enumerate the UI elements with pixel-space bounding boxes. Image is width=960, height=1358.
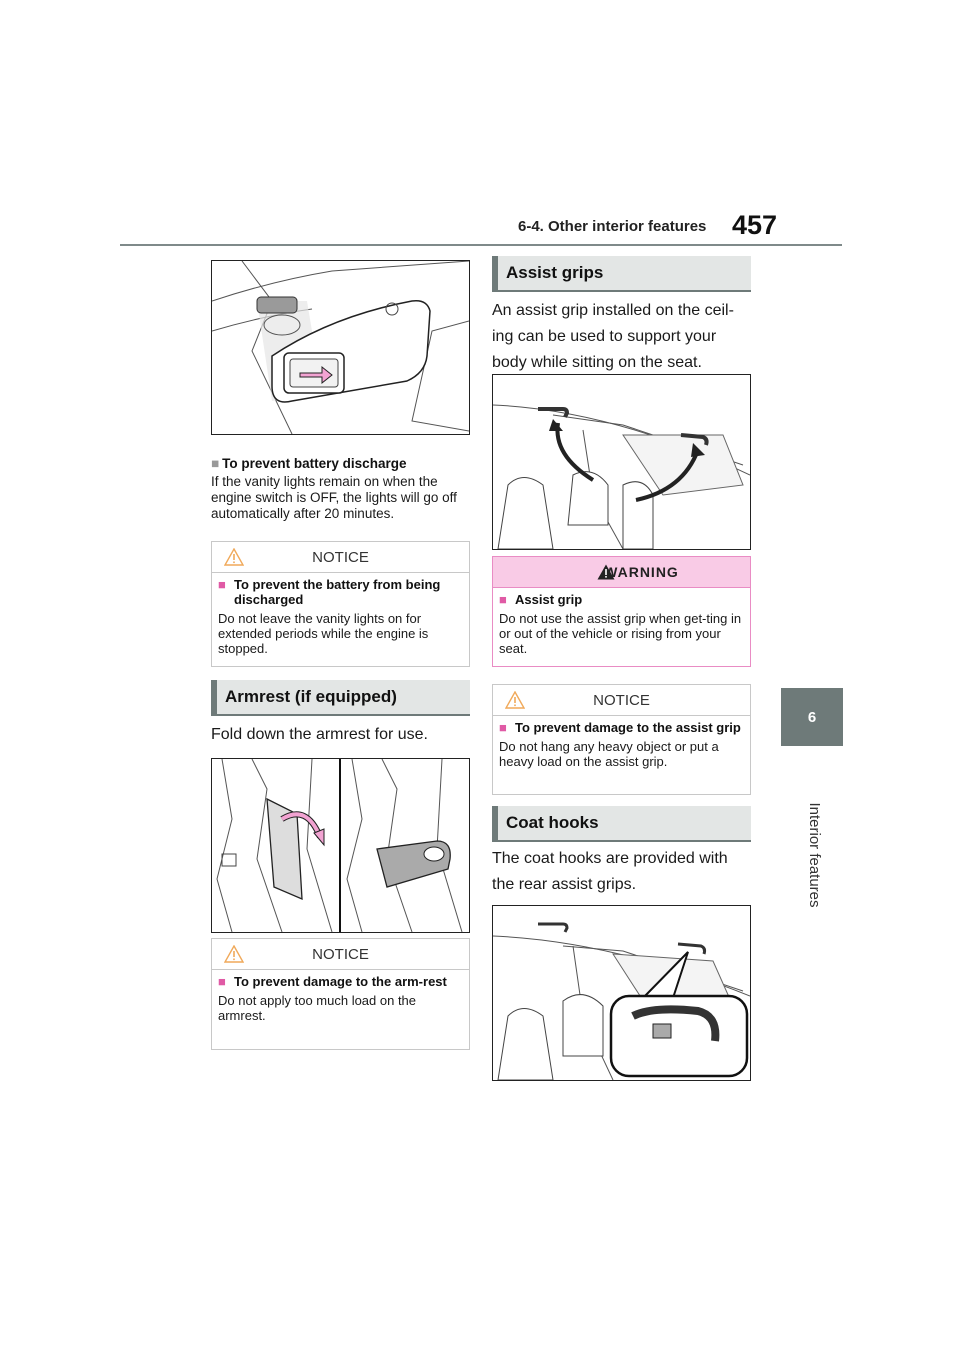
page-number: 457 <box>732 210 778 240</box>
warning-item-text: Do not use the assist grip when get-ting… <box>499 611 742 656</box>
chapter-title: Interior features <box>806 802 823 908</box>
chapter-tab[interactable]: 6 <box>781 688 843 746</box>
coat-hook-illustration <box>493 922 750 1080</box>
notice-title: NOTICE <box>312 945 369 963</box>
section-title-assist-grips: Assist grips <box>506 263 604 282</box>
notice-header: NOTICE <box>212 542 469 573</box>
notice-box-assist-grip: NOTICE ■ To prevent damage to the assist … <box>492 684 751 795</box>
notice-item-heading: ■ To prevent damage to the assist grip <box>499 720 744 735</box>
notice-item-text: Do not hang any heavy object or put a he… <box>499 739 719 769</box>
notice-item-text: Do not apply too much load on the armres… <box>218 993 417 1023</box>
warning-item-heading-text: Assist grip <box>515 592 583 607</box>
section-bar-assist-grips: Assist grips <box>492 256 751 292</box>
coat-hook-figure <box>492 905 751 1081</box>
battery-discharge-text: If the vanity lights remain on when the … <box>211 474 457 521</box>
coat-hooks-text: The coat hooks are provided with the rea… <box>492 850 728 893</box>
assist-grip-figure <box>492 374 751 550</box>
warning-triangle-icon <box>597 564 615 580</box>
notice-title: NOTICE <box>593 691 650 709</box>
notice-item-heading-text: To prevent damage to the assist grip <box>515 720 741 735</box>
warning-header: WARNING <box>493 557 750 588</box>
vanity-light-figure <box>211 260 470 435</box>
item-marker: ■ <box>499 720 507 735</box>
section-reference: 6-4. Other interior features <box>518 218 707 235</box>
notice-header: NOTICE <box>493 685 750 716</box>
caution-triangle-icon <box>224 548 244 566</box>
battery-discharge-heading: ■To prevent battery discharge <box>211 456 468 471</box>
item-marker: ■ <box>218 974 226 989</box>
section-title-armrest: Armrest (if equipped) <box>225 687 397 706</box>
heading-marker: ■ <box>211 456 220 471</box>
notice-header: NOTICE <box>212 939 469 970</box>
notice-title: NOTICE <box>312 548 369 566</box>
section-bar-armrest: Armrest (if equipped) <box>211 680 470 716</box>
warning-box-assist-grip: WARNING ■ Assist grip Do not use the assi… <box>492 556 751 667</box>
item-marker: ■ <box>218 577 226 592</box>
battery-discharge-heading-text: To prevent battery discharge <box>222 456 407 471</box>
notice-box-armrest: NOTICE ■ To prevent damage to the arm-res… <box>211 938 470 1050</box>
assist-grips-text: An assist grip installed on the ceil-ing… <box>492 302 734 371</box>
assist-grip-illustration <box>493 404 750 549</box>
notice-box-vanity: NOTICE ■ To prevent the battery from bein… <box>211 541 470 667</box>
chapter-number: 6 <box>807 708 817 726</box>
item-marker: ■ <box>499 592 507 607</box>
caution-triangle-icon <box>505 691 525 709</box>
notice-item-heading: ■ To prevent the battery from being disch… <box>218 577 463 607</box>
notice-item-heading-text: To prevent damage to the arm-rest <box>234 974 447 989</box>
armrest-illustration <box>216 759 463 932</box>
section-title-coat-hooks: Coat hooks <box>506 813 599 832</box>
armrest-figure <box>211 758 470 933</box>
armrest-text: Fold down the armrest for use. <box>211 726 428 743</box>
notice-item-text: Do not leave the vanity lights on for ex… <box>218 611 429 656</box>
vanity-light-illustration <box>212 261 469 434</box>
notice-item-heading-text: To prevent the battery from being discha… <box>234 577 441 607</box>
caution-triangle-icon <box>224 945 244 963</box>
notice-item-heading: ■ To prevent damage to the arm-rest <box>218 974 463 989</box>
warning-title: WARNING <box>604 564 679 580</box>
section-bar-coat-hooks: Coat hooks <box>492 806 751 842</box>
warning-item-heading: ■ Assist grip <box>499 592 744 607</box>
header-rule <box>120 244 842 246</box>
